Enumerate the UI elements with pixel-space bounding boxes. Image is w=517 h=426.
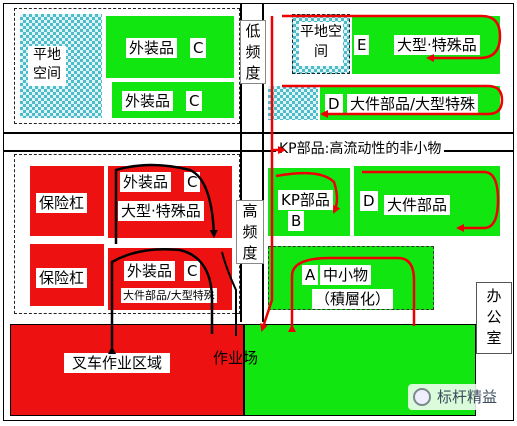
horizontal-band-top bbox=[3, 132, 514, 134]
bumper-label-2: 保险杠 bbox=[36, 268, 88, 288]
large-parts-special-label: 大件部品/大型特殊 bbox=[347, 94, 479, 114]
flow-loop-a bbox=[288, 256, 416, 332]
flow-black-bottom bbox=[108, 247, 214, 354]
horizontal-band-bottom bbox=[3, 150, 514, 152]
large-special-label: 大型·特殊品 bbox=[394, 35, 480, 55]
kp-title: KP部品:高流动性的非小物 bbox=[276, 140, 445, 158]
exterior-label-2: 外装品 bbox=[122, 91, 174, 111]
office-label: 办公室 bbox=[480, 286, 508, 349]
letter-e: E bbox=[354, 35, 370, 55]
letter-c-2: C bbox=[186, 91, 203, 111]
flow-loop-d-mid bbox=[362, 170, 500, 232]
flat-space-label-right: 平地空间 bbox=[299, 22, 343, 66]
letter-d-mid: D bbox=[360, 191, 378, 211]
outer-frame bbox=[3, 3, 514, 421]
divider-right-v bbox=[262, 4, 264, 322]
divider-left-v bbox=[240, 4, 242, 322]
letter-c-1: C bbox=[190, 38, 207, 58]
letter-c-4: C bbox=[184, 261, 201, 281]
bumper-label-1: 保险杠 bbox=[36, 193, 88, 213]
flow-loop-e bbox=[282, 14, 502, 62]
kp-parts-label: KP部品 bbox=[278, 190, 333, 210]
flow-vertical-main bbox=[260, 16, 274, 332]
large-parts-label: 大件部品 bbox=[384, 195, 451, 215]
flow-loop-kp bbox=[275, 171, 341, 214]
forklift-zone-label: 叉车作业区域 bbox=[64, 353, 171, 373]
work-area-label: 作业场 bbox=[213, 349, 259, 367]
exterior-label-1: 外装品 bbox=[126, 38, 178, 58]
exterior-label-3: 外装品 bbox=[120, 172, 172, 192]
stacked-label: （積層化） bbox=[312, 289, 394, 309]
watermark-text: 标杆精益 bbox=[437, 388, 498, 406]
large-special-label-mid: 大型·特殊品 bbox=[118, 201, 204, 221]
flow-black-rise bbox=[221, 251, 237, 336]
large-parts-special-label-mid: 大件部品/大型特殊 bbox=[121, 288, 217, 303]
letter-b: B bbox=[288, 211, 305, 231]
work-area-zone bbox=[244, 324, 476, 416]
top-left-zone bbox=[14, 8, 240, 124]
exterior-label-4: 外装品 bbox=[124, 261, 176, 281]
flow-black-top bbox=[114, 163, 218, 244]
flow-loop-d-top bbox=[282, 84, 504, 118]
flat-space-area-small bbox=[268, 86, 318, 120]
low-frequency-label: 低频度 bbox=[240, 20, 266, 84]
letter-a: A bbox=[302, 265, 319, 285]
wechat-icon bbox=[413, 388, 431, 406]
letter-c-3: C bbox=[184, 172, 201, 192]
flat-space-label-left: 平地空间 bbox=[28, 46, 66, 86]
small-items-label: 中小物 bbox=[320, 265, 372, 285]
letter-d-top: D bbox=[325, 94, 343, 114]
high-frequency-label: 高频度 bbox=[236, 200, 264, 264]
